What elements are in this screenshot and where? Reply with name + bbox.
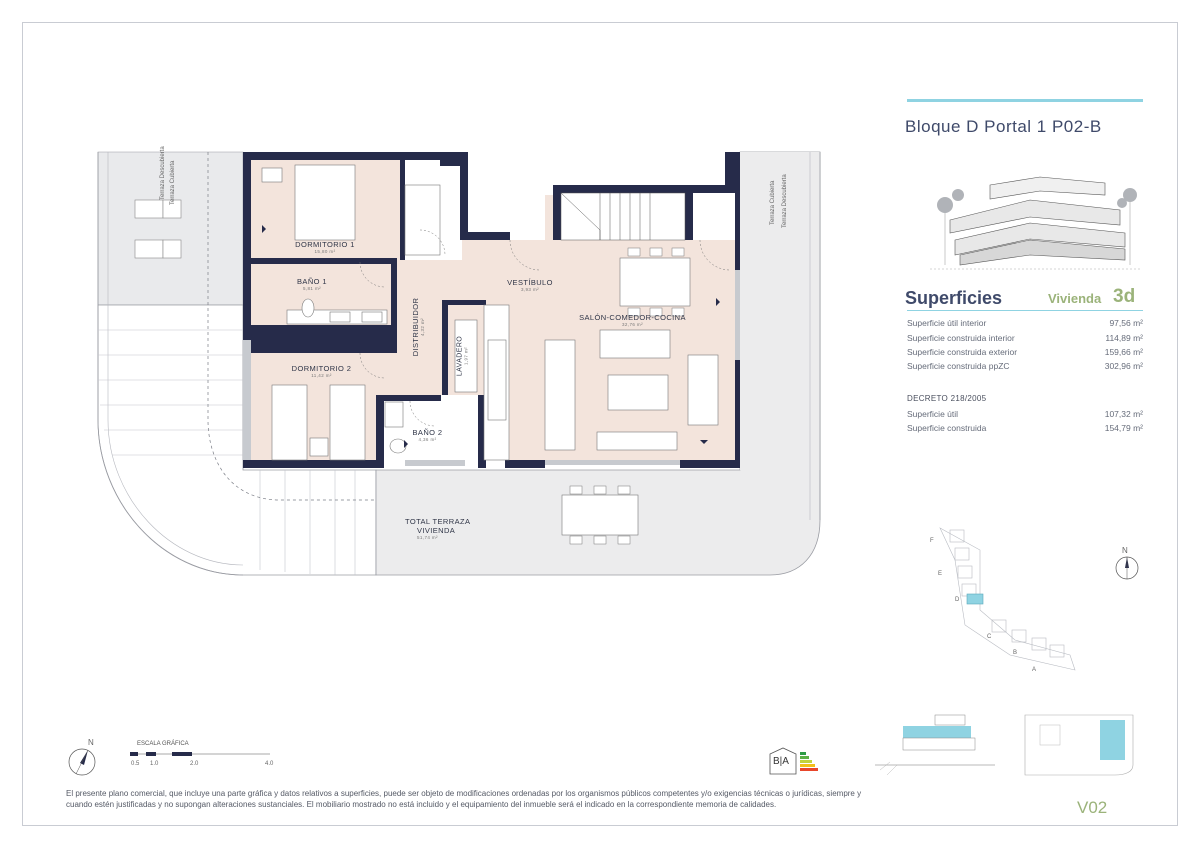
row-value: 302,96 m² (1104, 361, 1143, 371)
row-label: Superficie construida exterior (907, 347, 1018, 357)
block-label-b: B (1013, 650, 1018, 656)
terraza-line-1: TOTAL TERRAZA (405, 517, 471, 526)
decreto-row: Superficie construida 154,79 m² (907, 423, 1143, 433)
block-label-e: E (938, 571, 943, 577)
compass-icon (1115, 556, 1139, 580)
room-area: 4,36 m² (418, 437, 437, 442)
superficies-rule (907, 310, 1143, 311)
room-name: LAVADERO (456, 335, 464, 377)
highlight-block (966, 593, 984, 605)
superficie-row: Superficie construida interior 114,89 m² (907, 333, 1143, 343)
room-name: SALÓN-COMEDOR-COCINA (579, 313, 686, 322)
block-label-c: C (987, 634, 992, 640)
stairs (560, 192, 686, 241)
superficie-row: Superficie construida ppZC 302,96 m² (907, 361, 1143, 371)
decreto-title: DECRETO 218/2005 (907, 394, 987, 403)
scale-tick: 2.0 (190, 761, 199, 767)
block-label-f: F (930, 538, 934, 544)
terrace-label-right-b: Terraza Descubierta (782, 174, 788, 228)
room-name: DORMITORIO 1 (295, 240, 355, 249)
room-area: 5,81 m² (302, 286, 322, 291)
site-map (939, 527, 1076, 671)
row-label: Superficie útil interior (907, 318, 987, 328)
scale-tick: 0.5 (131, 761, 140, 767)
building-illustration (930, 176, 1140, 270)
location-thumbnails (875, 714, 1134, 776)
terrace-label-left-b: Terraza Cubierta (170, 160, 176, 205)
furniture (261, 164, 719, 536)
room-area: 1,97 m² (463, 346, 469, 366)
north-compass-icon (68, 748, 96, 776)
row-label: Superficie útil (907, 409, 959, 419)
row-value: 114,89 m² (1105, 333, 1143, 343)
vivienda-value: 3d (1113, 286, 1136, 307)
plan-code: V02 (1077, 798, 1108, 817)
row-value: 107,32 m² (1104, 409, 1143, 419)
terrace-label-right-a: Terraza Cubierta (770, 180, 776, 225)
loungers (134, 199, 182, 259)
superficie-row: Superficie construida exterior 159,66 m² (907, 347, 1143, 357)
row-value: 97,56 m² (1109, 318, 1143, 328)
room-name: DORMITORIO 2 (291, 364, 352, 373)
decreto-row: Superficie útil 107,32 m² (907, 409, 1143, 419)
north-label: N (88, 738, 94, 747)
north-label-right: N (1122, 546, 1128, 555)
title-rule (907, 99, 1143, 102)
row-label: Superficie construida (907, 423, 987, 433)
room-area: 11,42 m² (311, 373, 332, 378)
scale-tick: 1.0 (150, 761, 159, 767)
room-area: 15,80 m² (314, 249, 336, 254)
terrace-label-left-a: Terraza Descubierta (160, 146, 166, 200)
row-label: Superficie construida ppZC (907, 361, 1010, 371)
row-label: Superficie construida interior (907, 333, 1015, 343)
page-frame (22, 22, 1178, 826)
superficie-row: Superficie útil interior 97,56 m² (907, 318, 1143, 328)
energy-rating-icon (769, 747, 818, 775)
room-name: BAÑO 1 (297, 277, 327, 286)
terraza-line-2: VIVIENDA (417, 526, 456, 535)
vivienda-label: Vivienda (1048, 291, 1102, 306)
disclaimer: El presente plano comercial, que incluye… (66, 789, 862, 809)
room-name: VESTÍBULO (507, 278, 553, 287)
room-area: 32,76 m² (622, 322, 643, 327)
room-area: 51,74 m² (417, 535, 438, 540)
superficies-heading: Superficies (905, 288, 1003, 308)
block-label-d: D (955, 597, 960, 603)
block-label-a: A (1032, 667, 1037, 673)
room-area: 3,93 m² (520, 287, 540, 292)
scale-title: ESCALA GRÁFICA (137, 741, 189, 747)
room-name: DISTRIBUIDOR (411, 297, 420, 357)
row-value: 154,79 m² (1104, 423, 1143, 433)
room-area: 4,32 m² (420, 317, 425, 337)
page-title: Bloque D Portal 1 P02-B (905, 117, 1102, 136)
scale-tick: 4.0 (265, 761, 274, 767)
room-name: BAÑO 2 (412, 428, 443, 437)
scale-bar (130, 752, 270, 756)
row-value: 159,66 m² (1104, 347, 1143, 357)
energy-badge-text: B|A (773, 756, 789, 767)
